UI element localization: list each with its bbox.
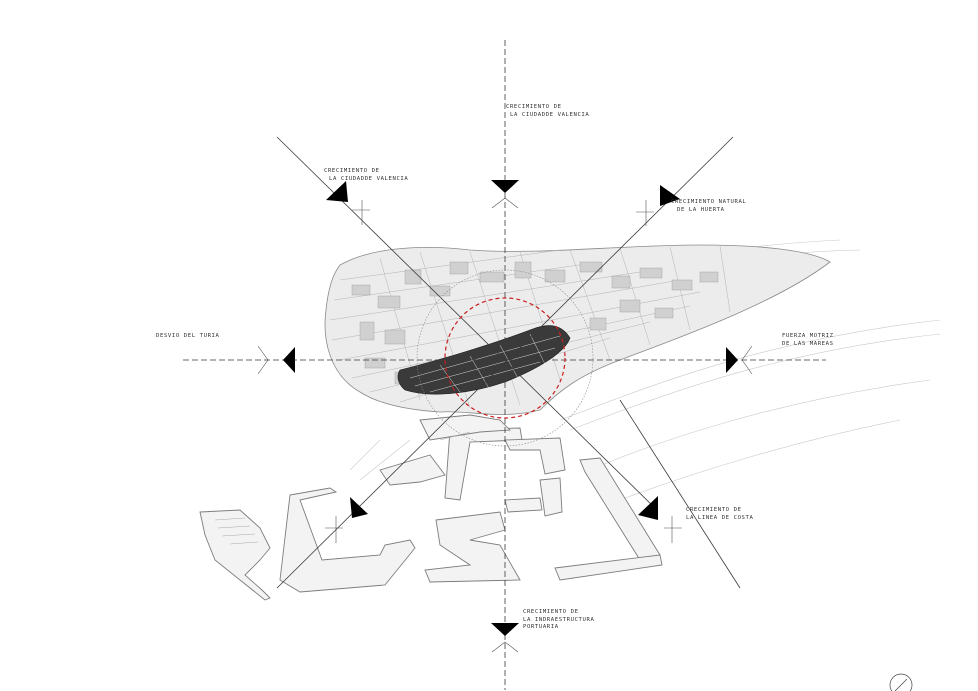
triangle-arrow-icon bbox=[660, 185, 680, 206]
label-north-line-1: CRECIMIENTO DE bbox=[506, 104, 562, 110]
triangle-arrow-icon bbox=[283, 347, 295, 373]
port-infrastructure bbox=[199, 414, 663, 601]
arrow-ticks bbox=[257, 197, 753, 653]
label-south-line-2: LA INDRAESTRUCTURA bbox=[523, 616, 595, 623]
label-northwest: CRECIMIENTO DE LA CIUDADDE VALENCIA bbox=[324, 168, 408, 183]
triangle-arrow-icon bbox=[726, 347, 738, 373]
label-northeast-line-2: DE LA HUERTA bbox=[677, 206, 725, 213]
label-east: FUERZA MOTRIZ DE LAS MAREAS bbox=[782, 333, 834, 348]
label-west-line-1: DESVIO DEL TURIA bbox=[156, 333, 220, 339]
label-south: CRECIMIENTO DE LA INDRAESTRUCTURA PORTUA… bbox=[523, 609, 594, 632]
label-northwest-line-1: CRECIMIENTO DE bbox=[324, 168, 380, 174]
label-northwest-line-2: LA CIUDADDE VALENCIA bbox=[329, 175, 409, 182]
label-northeast-line-1: CRECIMIENTO NATURAL bbox=[671, 199, 747, 205]
triangle-arrow-icon bbox=[491, 180, 519, 193]
port-detail-lines bbox=[214, 431, 471, 545]
label-northeast: CRECIMIENTO NATURAL DE LA HUERTA bbox=[671, 199, 746, 214]
label-east-line-2: DE LAS MAREAS bbox=[782, 340, 834, 347]
triangle-arrow-icon bbox=[350, 497, 368, 518]
label-southeast: CRECIMIENTO DE LA LINEA DE COSTA bbox=[686, 507, 753, 522]
label-north-line-2: LA CIUDADDE VALENCIA bbox=[510, 111, 590, 118]
city-fabric bbox=[324, 244, 831, 415]
north-arrow-icon bbox=[889, 673, 913, 691]
label-east-line-1: FUERZA MOTRIZ bbox=[782, 333, 834, 339]
focus-circles bbox=[416, 269, 594, 447]
triangle-arrow-icon bbox=[326, 181, 348, 202]
triangle-arrow-icon bbox=[638, 496, 658, 520]
triangle-arrow-icon bbox=[491, 623, 519, 636]
label-north: CRECIMIENTO DE LA CIUDADDE VALENCIA bbox=[506, 104, 589, 119]
label-south-line-1: CRECIMIENTO DE bbox=[523, 609, 579, 615]
axis-arrows bbox=[283, 180, 738, 636]
label-southeast-line-1: CRECIMIENTO DE bbox=[686, 507, 742, 513]
label-south-line-3: PORTUARIA bbox=[523, 624, 559, 631]
label-southeast-line-2: LA LINEA DE COSTA bbox=[686, 514, 754, 521]
label-west: DESVIO DEL TURIA bbox=[156, 333, 219, 341]
